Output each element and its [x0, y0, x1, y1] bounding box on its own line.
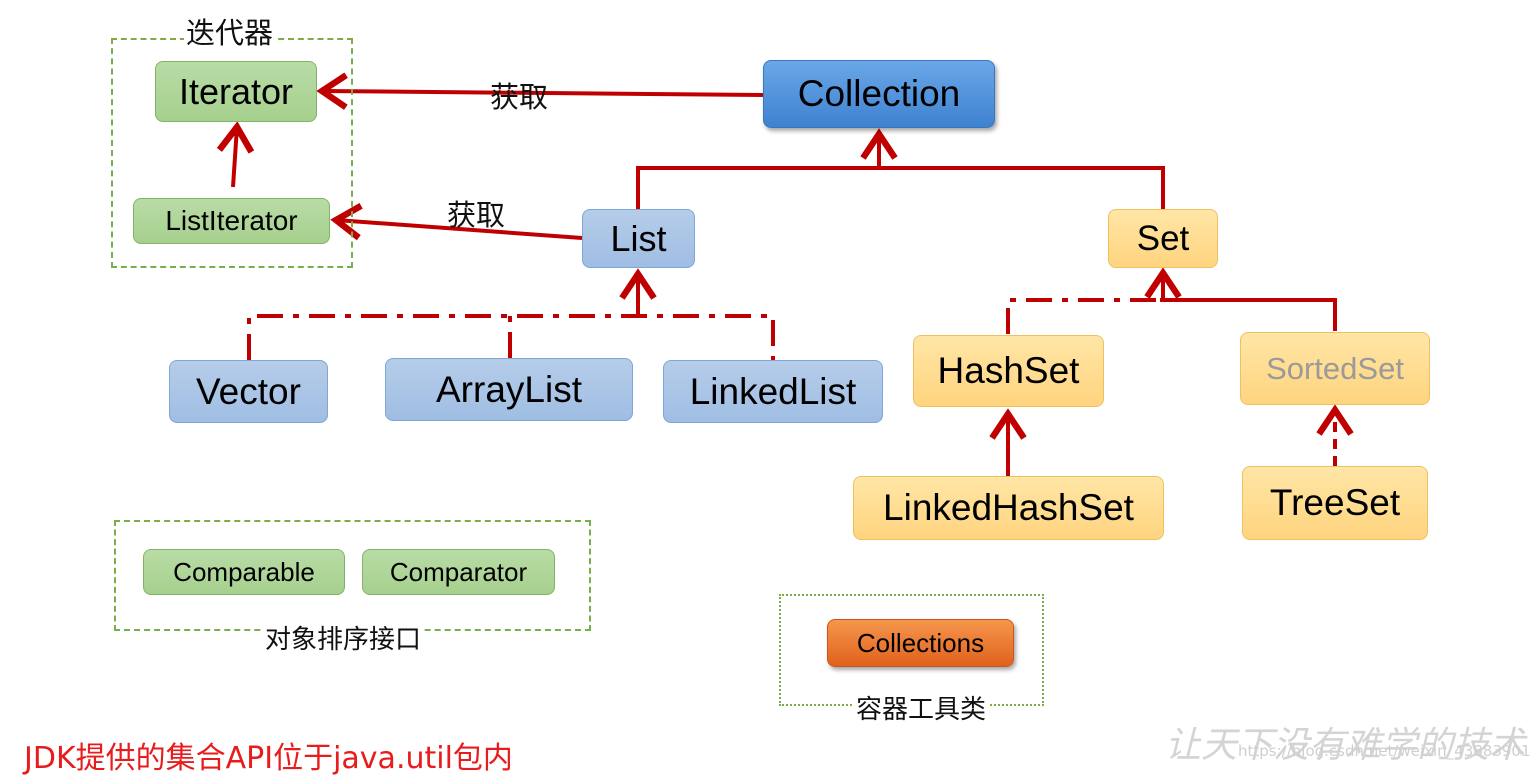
linked-list-node: LinkedList — [663, 360, 883, 423]
linked-hash-set-node: LinkedHashSet — [853, 476, 1164, 540]
sorted-set-node: SortedSet — [1240, 332, 1430, 405]
list-node: List — [582, 209, 695, 268]
tree-set-node: TreeSet — [1242, 466, 1428, 540]
edge-list-listiterator — [330, 203, 583, 241]
edge-label-list-listiterator: 获取 — [447, 198, 506, 232]
sort-group-label: 对象排序接口 — [262, 619, 425, 656]
iterator-node: Iterator — [155, 61, 317, 122]
edge-hashset-bus — [1006, 298, 1160, 334]
edge-list-impl-bus — [247, 314, 775, 360]
edge-label-collection-iterator: 获取 — [490, 80, 549, 114]
comparable-node: Comparable — [143, 549, 345, 595]
comparator-node: Comparator — [362, 549, 555, 595]
collections-node: Collections — [827, 619, 1014, 667]
hash-set-node: HashSet — [913, 335, 1104, 407]
list-iterator-node: ListIterator — [133, 198, 330, 244]
tools-group-label: 容器工具类 — [853, 689, 990, 726]
array-list-node: ArrayList — [385, 358, 633, 421]
edge-sortedset-bus — [1160, 298, 1337, 331]
collection-node: Collection — [763, 60, 995, 128]
footer-note: JDK提供的集合API位于java.util包内 — [24, 741, 513, 776]
edge-listiterator-iterator — [216, 121, 255, 188]
watermark-url: https://blog.csdn.net/weixin_43883901 — [1238, 742, 1531, 760]
edge-collection-iterator — [316, 72, 764, 110]
vector-node: Vector — [169, 360, 328, 423]
set-node: Set — [1108, 209, 1218, 268]
iterator-group-label: 迭代器 — [184, 10, 276, 52]
watermark-slogan: 让天下没有难学的技术 — [1165, 725, 1526, 766]
edge-list-set-bus — [636, 166, 1165, 210]
